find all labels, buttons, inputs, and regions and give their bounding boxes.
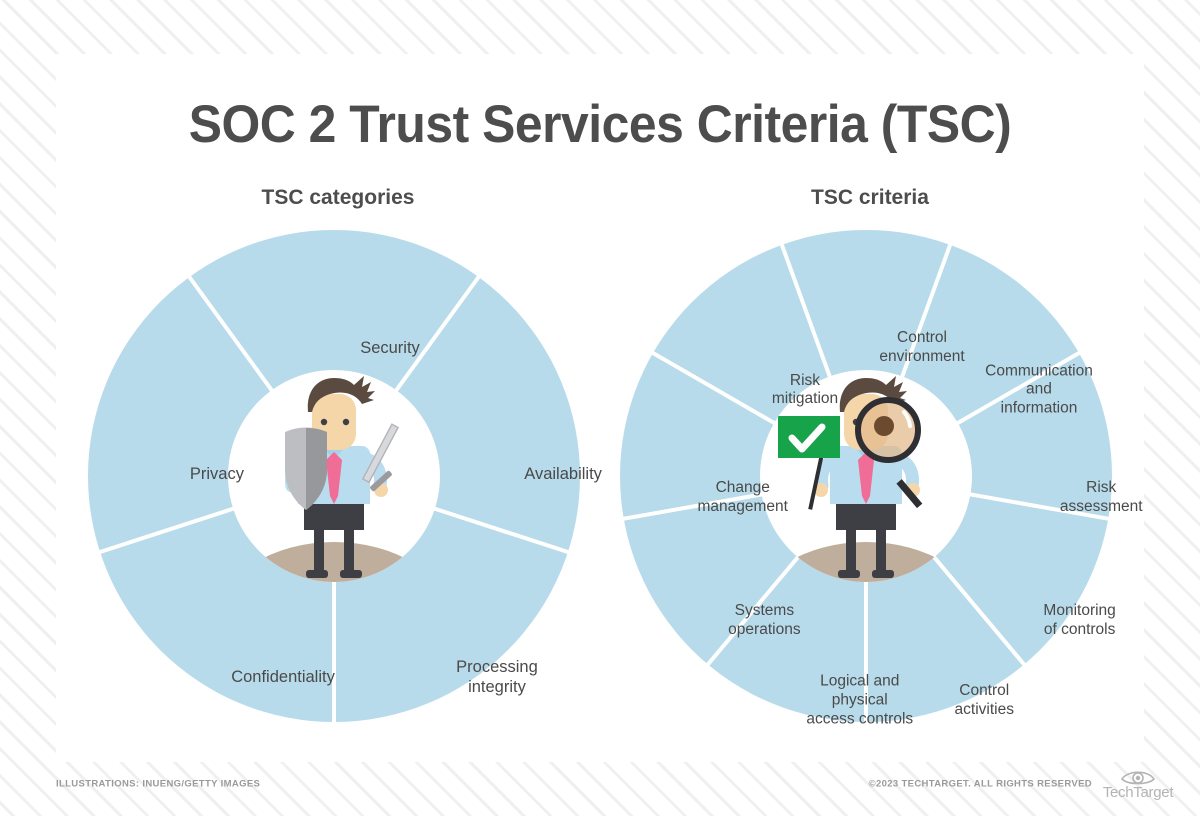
techtarget-wordmark: TechTarget [1102,784,1174,801]
right-divider-group [621,242,1111,724]
slice-divider [432,506,571,555]
necktie [326,452,342,504]
left-leg [314,524,324,576]
slice-divider [621,492,764,522]
copyright-notice: ©2023 TECHTARGET. ALL RIGHTS RESERVED [868,778,1092,790]
slice-divider [968,492,1111,522]
shorts [304,502,364,530]
hair [307,376,375,412]
magnifier-handle [896,479,923,509]
right-leg [876,524,886,576]
right-eye [342,418,350,426]
left-arm [815,451,845,493]
hair [839,376,907,412]
sword-guard [370,470,392,492]
right-chart-subtitle: TSC criteria [811,186,929,209]
eye-icon [1120,771,1156,785]
slice-divider [97,506,236,555]
left-shoe [838,570,860,578]
slice-divider [186,274,275,394]
magnified-eye [874,416,894,436]
left-divider-group [97,274,571,724]
page-title: SOC 2 Trust Services Criteria (TSC) [188,95,1012,154]
right-shoe [340,570,362,578]
left-leg [846,524,856,576]
right-leg [344,524,354,576]
left-shoe [306,570,328,578]
left-eye [320,418,328,426]
slice-divider [899,242,953,379]
slice-divider [650,350,777,426]
shorts [836,502,896,530]
slice-divider [705,554,801,668]
slice-divider [955,350,1082,426]
slice-divider [779,242,833,379]
left-chart-subtitle: TSC categories [261,186,415,209]
lens-glint [902,410,912,428]
infographic-card: SOC 2 Trust Services Criteria (TSC) TSC … [56,54,1144,762]
tsc-categories-wheel [88,230,580,724]
tsc-criteria-wheel [620,230,1112,724]
slice-divider [931,554,1027,668]
right-shoe [872,570,894,578]
slice-divider [393,274,482,394]
techtarget-logo: TechTarget [1102,768,1174,804]
illustration-credit: ILLUSTRATIONS: INUENG/GETTY IMAGES [56,778,261,790]
left-hand [814,483,828,497]
sword-blade [361,423,400,484]
necktie [858,452,874,504]
shield-shade [306,428,327,510]
sign-stick [808,454,824,510]
checkmark-icon [788,423,826,453]
